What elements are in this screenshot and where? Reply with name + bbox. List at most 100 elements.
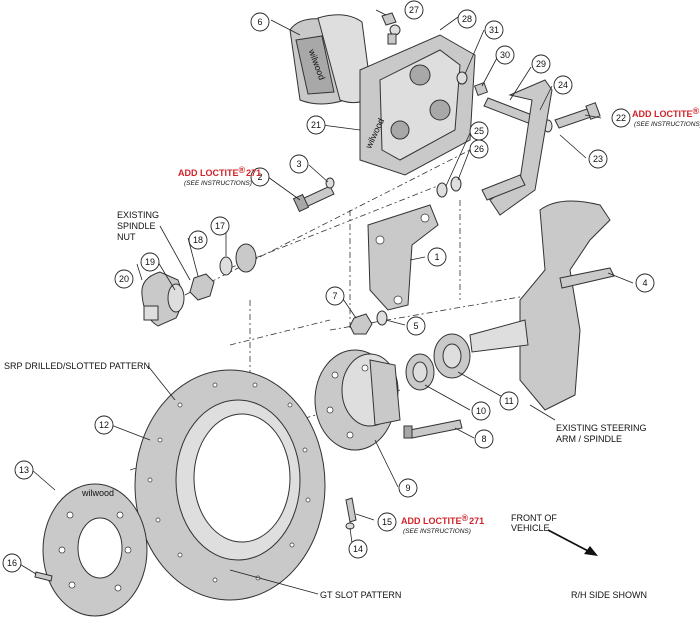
label-gt-slot-pattern: GT SLOT PATTERN (320, 590, 401, 600)
mounting-bracket (367, 204, 439, 311)
bolt-7 (349, 310, 388, 335)
svg-text:26: 26 (474, 144, 484, 154)
bolt-2 (292, 177, 335, 213)
callout-20: 20 (114, 269, 134, 289)
callout-29: 29 (531, 54, 551, 74)
svg-text:17: 17 (215, 221, 225, 231)
callout-28: 28 (457, 9, 477, 29)
callout-2: 2 (250, 167, 270, 187)
callout-4: 4 (635, 273, 655, 293)
svg-text:20: 20 (119, 274, 129, 284)
svg-text:FRONT OF: FRONT OF (511, 513, 557, 523)
callout-15: 15 (377, 512, 397, 532)
svg-text:8: 8 (481, 434, 486, 444)
callout-30: 30 (495, 45, 515, 65)
svg-text:3: 3 (296, 159, 301, 169)
svg-text:22: 22 (616, 113, 626, 123)
svg-text:27: 27 (409, 5, 419, 15)
svg-text:29: 29 (536, 59, 546, 69)
svg-text:(SEE INSTRUCTIONS): (SEE INSTRUCTIONS) (403, 528, 471, 535)
callout-16: 16 (2, 553, 22, 573)
callout-31: 31 (484, 20, 504, 40)
svg-text:25: 25 (474, 126, 484, 136)
svg-text:12: 12 (99, 420, 109, 430)
svg-text:SPINDLE: SPINDLE (117, 221, 156, 231)
callout-9: 9 (398, 478, 418, 498)
callout-18: 18 (188, 230, 208, 250)
svg-text:9: 9 (405, 483, 410, 493)
mounting-bolt-stack (456, 71, 601, 133)
svg-text:19: 19 (145, 257, 155, 267)
svg-text:ADD LOCTITE®271: ADD LOCTITE®271 (178, 165, 261, 178)
front-arrow (547, 529, 598, 556)
bleeder-screw (381, 12, 401, 45)
callout-13: 13 (14, 460, 34, 480)
svg-text:15: 15 (382, 517, 392, 527)
shim-washers (436, 176, 462, 198)
svg-text:1: 1 (434, 252, 439, 262)
callout-5: 5 (406, 316, 426, 336)
spindle-nut-stack (141, 243, 257, 327)
callout-11: 11 (499, 391, 519, 411)
svg-text:11: 11 (504, 396, 513, 406)
svg-text:23: 23 (593, 154, 603, 164)
rotor-drill-holes (147, 382, 311, 583)
svg-text:(SEE INSTRUCTIONS): (SEE INSTRUCTIONS) (184, 180, 252, 187)
callout-10: 10 (471, 401, 491, 421)
hat-bolt-16 (34, 571, 53, 582)
callout-24: 24 (553, 75, 573, 95)
svg-text:28: 28 (462, 14, 472, 24)
label-front-of-vehicle: FRONT OF VEHICLE (511, 513, 557, 533)
wheel-stud (403, 419, 463, 439)
svg-text:14: 14 (353, 544, 363, 554)
svg-text:4: 4 (642, 278, 647, 288)
label-existing-spindle-nut: EXISTING SPINDLE NUT (117, 210, 159, 242)
svg-text:10: 10 (476, 406, 486, 416)
loctite-note-22: ADD LOCTITE®271 (SEE INSTRUCTIONS) (632, 106, 700, 128)
callout-17: 17 (210, 216, 230, 236)
callout-6: 6 (250, 12, 270, 32)
svg-text:24: 24 (558, 80, 568, 90)
callout-1: 1 (427, 247, 447, 267)
svg-text:6: 6 (257, 17, 262, 27)
rotor-bolt-14 (345, 497, 357, 530)
svg-text:VEHICLE: VEHICLE (511, 523, 550, 533)
svg-text:ADD LOCTITE®271: ADD LOCTITE®271 (632, 106, 700, 119)
svg-text:ADD LOCTITE®271: ADD LOCTITE®271 (401, 513, 484, 526)
svg-text:EXISTING STEERING: EXISTING STEERING (556, 423, 647, 433)
wheel-bearings (405, 333, 471, 391)
svg-text:2: 2 (257, 172, 262, 182)
caliper: wilwood (359, 34, 476, 176)
svg-text:ARM / SPINDLE: ARM / SPINDLE (556, 434, 622, 444)
callout-7: 7 (325, 286, 345, 306)
callout-19: 19 (140, 252, 160, 272)
label-srp-pattern: SRP DRILLED/SLOTTED PATTERN (4, 361, 150, 371)
svg-text:31: 31 (489, 25, 499, 35)
callout-25: 25 (469, 121, 489, 141)
callout-14: 14 (348, 539, 368, 559)
caliper-bracket (481, 79, 553, 216)
loctite-note-2: ADD LOCTITE®271 (SEE INSTRUCTIONS) (178, 165, 261, 187)
svg-text:5: 5 (413, 321, 418, 331)
callout-8: 8 (474, 429, 494, 449)
hat-logo-text: wilwood (81, 488, 114, 498)
svg-text:30: 30 (500, 50, 510, 60)
label-existing-steering-arm: EXISTING STEERING ARM / SPINDLE (556, 423, 647, 444)
svg-text:7: 7 (332, 291, 337, 301)
steering-spindle (469, 200, 615, 411)
svg-text:21: 21 (311, 120, 321, 130)
callout-23: 23 (588, 149, 608, 169)
callout-27: 27 (404, 0, 424, 20)
callout-26: 26 (469, 139, 489, 159)
callout-22: 22 (611, 108, 631, 128)
rotor (134, 369, 326, 601)
svg-text:16: 16 (7, 558, 17, 568)
label-rh-side-shown: R/H SIDE SHOWN (571, 590, 647, 600)
svg-text:NUT: NUT (117, 232, 136, 242)
loctite-note-15: ADD LOCTITE®271 (SEE INSTRUCTIONS) (401, 513, 484, 535)
callout-12: 12 (94, 415, 114, 435)
callouts: 1 2 3 4 5 6 7 8 9 10 11 12 13 14 15 16 1… (2, 0, 655, 573)
callout-3: 3 (289, 154, 309, 174)
